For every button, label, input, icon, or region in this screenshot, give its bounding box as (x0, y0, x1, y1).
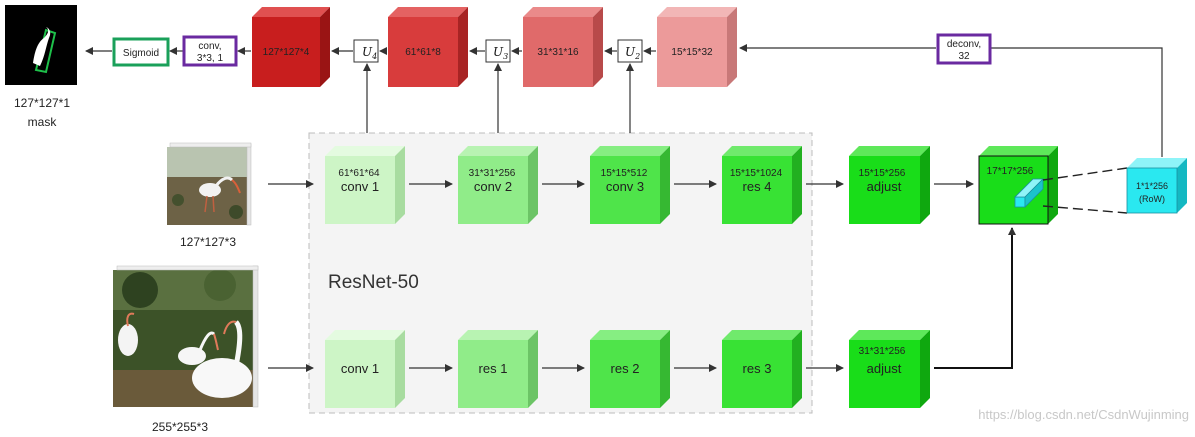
bottom-block-res2: res 2 (590, 330, 670, 408)
sigmoid-label: Sigmoid (123, 48, 159, 59)
correlation-cube: 17*17*256 (978, 146, 1058, 225)
bottom-block-conv1: conv 1 (325, 330, 405, 408)
top-block-res4: 15*15*1024 res 4 (722, 146, 802, 224)
row-dims: 1*1*256 (1136, 181, 1168, 191)
refine-cube-3: 31*31*16 (523, 7, 603, 87)
u3-label: U3 (493, 45, 508, 61)
top-block-conv3: 15*15*512 conv 3 (590, 146, 670, 224)
refine-cube-3-dims: 31*31*16 (537, 47, 579, 58)
bottom-block-res2-name: res 2 (611, 361, 640, 376)
refine-cube-1-dims: 127*127*4 (263, 47, 310, 58)
adjust-top-dims: 15*15*256 (859, 168, 906, 179)
search-image (113, 265, 259, 408)
u3-module (485, 39, 511, 63)
conv-label-line2: 3*3, 1 (197, 53, 224, 64)
row-name: (RoW) (1139, 194, 1165, 204)
correlation-dims: 17*17*256 (987, 166, 1034, 177)
mask-label: mask (28, 115, 58, 129)
conv-box (182, 35, 238, 67)
adjust-top-name: adjust (867, 179, 902, 194)
refine-cube-4-dims: 15*15*32 (671, 47, 713, 58)
u4-module (353, 39, 379, 63)
mask-size-label: 127*127*1 (14, 96, 70, 110)
u2-label: U2 (625, 45, 640, 61)
row-bar-side (1024, 178, 1044, 208)
refine-cube-2: 61*61*8 (388, 7, 468, 87)
top-block-conv1-dims: 61*61*64 (338, 168, 380, 179)
deconv-label-line2: 32 (958, 51, 970, 62)
bottom-block-res3: res 3 (722, 330, 802, 408)
bottom-block-conv1-name: conv 1 (341, 361, 379, 376)
top-block-conv2: 31*31*256 conv 2 (458, 146, 538, 224)
bottom-block-res1: res 1 (458, 330, 538, 408)
deconv-label-line1: deconv, (947, 39, 981, 50)
refine-cube-4: 15*15*32 (657, 7, 737, 87)
adjust-bottom-name: adjust (867, 361, 902, 376)
top-block-res4-name: res 4 (743, 179, 772, 194)
u4-label: U4 (362, 45, 377, 61)
template-size-label: 127*127*3 (180, 235, 236, 249)
adjust-bottom: 31*31*256 adjust (849, 330, 930, 408)
top-block-conv3-dims: 15*15*512 (601, 168, 648, 179)
top-block-res4-dims: 15*15*1024 (730, 168, 783, 179)
adjust-top: 15*15*256 adjust (849, 146, 930, 224)
row-bar-front (1014, 196, 1026, 208)
top-block-conv2-dims: 31*31*256 (469, 168, 516, 179)
search-size-label: 255*255*3 (152, 420, 208, 434)
adjust-bottom-dims: 31*31*256 (859, 346, 906, 357)
row-to-deconv-line (991, 47, 1163, 157)
template-image (167, 142, 252, 226)
watermark: https://blog.csdn.net/CsdnWujinming (978, 407, 1189, 422)
top-block-conv2-name: conv 2 (474, 179, 512, 194)
top-block-conv1: 61*61*64 conv 1 (325, 146, 405, 224)
refine-cube-2-dims: 61*61*8 (405, 47, 441, 58)
top-block-conv3-name: conv 3 (606, 179, 644, 194)
u2-module (617, 39, 643, 63)
bottom-block-res1-name: res 1 (479, 361, 508, 376)
sigmoid-box (112, 37, 170, 67)
row-cube: 1*1*256 (RoW) (1126, 158, 1187, 214)
backbone-label: ResNet-50 (328, 272, 419, 293)
top-block-conv1-name: conv 1 (341, 179, 379, 194)
bottom-block-res3-name: res 3 (743, 361, 772, 376)
deconv-box (936, 33, 992, 65)
refine-cube-1: 127*127*4 (252, 7, 330, 87)
mask-output-image (5, 5, 77, 85)
conv-label-line1: conv, (198, 41, 221, 52)
adjust-bottom-to-corr-line (934, 227, 1016, 369)
